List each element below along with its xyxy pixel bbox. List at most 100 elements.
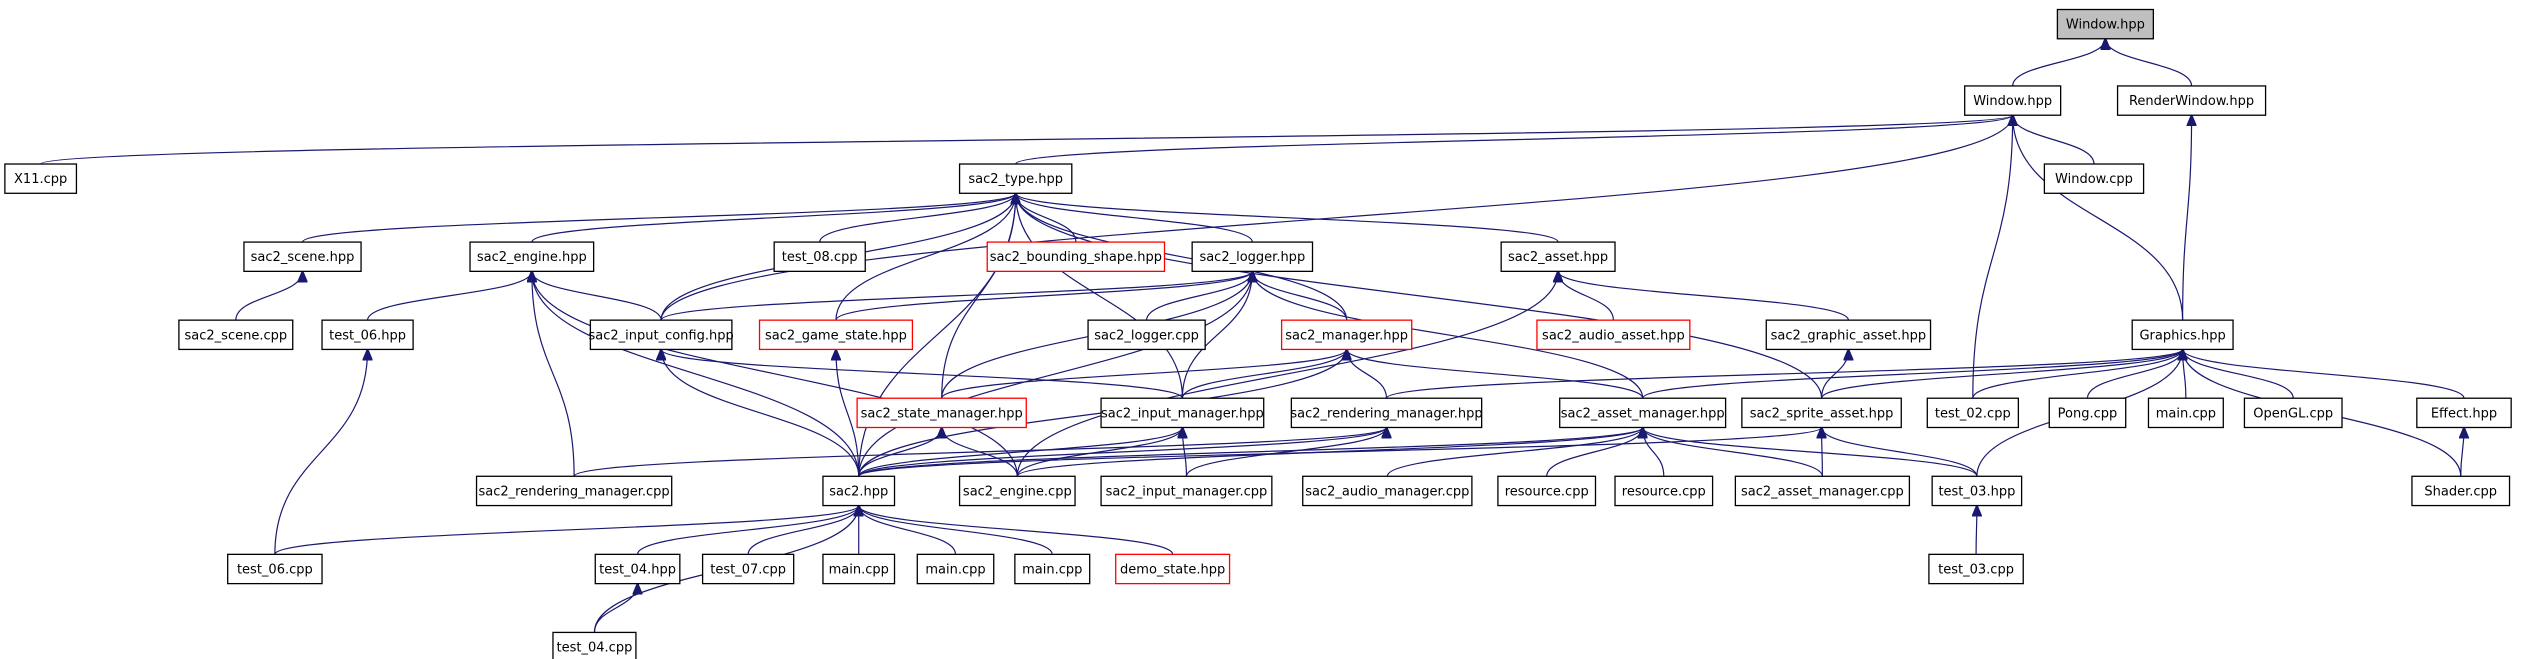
node-box[interactable] [2048,397,2127,429]
node-box[interactable] [916,553,995,585]
node-sac2-asset-hpp[interactable]: sac2_asset.hpp [1500,241,1616,273]
node-box[interactable] [321,319,414,351]
node-box[interactable] [1497,475,1597,507]
node-sac2-manager-hpp[interactable]: sac2_manager.hpp [1280,319,1413,351]
node-sac2-audio-asset-hpp[interactable]: sac2_audio_asset.hpp [1536,319,1691,351]
node-box[interactable] [2243,397,2343,429]
node-box[interactable] [475,475,673,507]
node-sac2-logger-cpp[interactable]: sac2_logger.cpp [1087,319,1206,351]
node-box[interactable] [958,475,1076,507]
node-test-03-hpp[interactable]: test_03.hpp [1931,475,2023,507]
node-resource-cpp[interactable]: resource.cpp [1497,475,1597,507]
node-test-04-hpp[interactable]: test_04.hpp [594,553,681,585]
node-box[interactable] [227,553,323,585]
node-box[interactable] [1115,553,1231,585]
node-sac2-rendering-manager-hpp[interactable]: sac2_rendering_manager.hpp [1290,397,1483,429]
node-test-06-hpp[interactable]: test_06.hpp [321,319,414,351]
node-box[interactable] [2116,85,2267,116]
node-box[interactable] [2056,8,2155,40]
node-box[interactable] [1500,241,1616,273]
node-renderwindow-hpp[interactable]: RenderWindow.hpp [2116,85,2267,116]
node-box[interactable] [2416,397,2512,429]
node-box[interactable] [552,631,637,659]
node-graphics-hpp[interactable]: Graphics.hpp [2131,319,2234,351]
node-box[interactable] [469,241,595,273]
node-sac2-game-state-hpp[interactable]: sac2_game_state.hpp [758,319,914,351]
node-sac2-graphic-asset-hpp[interactable]: sac2_graphic_asset.hpp [1765,319,1932,351]
node-sac2-state-manager-hpp[interactable]: sac2_state_manager.hpp [856,397,1027,429]
node-test-02-cpp[interactable]: test_02.cpp [1926,397,2020,429]
node-test-03-cpp[interactable]: test_03.cpp [1928,553,2024,585]
node-x11-cpp[interactable]: X11.cpp [4,163,78,194]
node-box[interactable] [243,241,362,273]
node-sac2-rendering-manager-cpp[interactable]: sac2_rendering_manager.cpp [475,475,673,507]
node-box[interactable] [1536,319,1691,351]
node-box[interactable] [2411,475,2511,507]
node-window-cpp[interactable]: Window.cpp [2043,163,2145,194]
node-main-cpp[interactable]: main.cpp [1014,553,1091,585]
node-sac2-audio-manager-cpp[interactable]: sac2_audio_manager.cpp [1302,475,1473,507]
node-box[interactable] [1280,319,1413,351]
node-box[interactable] [1734,475,1911,507]
node-box[interactable] [701,553,795,585]
node-box[interactable] [1928,553,2024,585]
node-box[interactable] [1302,475,1473,507]
node-sac2-input-manager-cpp[interactable]: sac2_input_manager.cpp [1100,475,1273,507]
node-box[interactable] [1926,397,2020,429]
node-box[interactable] [1290,397,1483,429]
node-box[interactable] [2043,163,2145,194]
node-box[interactable] [773,241,866,273]
node-box[interactable] [1765,319,1932,351]
node-box[interactable] [1559,397,1727,429]
node-box[interactable] [856,397,1027,429]
node-sac2-asset-manager-cpp[interactable]: sac2_asset_manager.cpp [1734,475,1911,507]
node-sac2-sprite-asset-hpp[interactable]: sac2_sprite_asset.hpp [1741,397,1902,429]
node-box[interactable] [589,319,733,351]
node-window-hpp[interactable]: Window.hpp [1964,85,2062,116]
node-box[interactable] [958,163,1073,194]
node-box[interactable] [1100,475,1273,507]
node-box[interactable] [822,553,896,585]
node-opengl-cpp[interactable]: OpenGL.cpp [2243,397,2343,429]
node-box[interactable] [1014,553,1091,585]
node-box[interactable] [758,319,914,351]
node-box[interactable] [2147,397,2224,429]
node-box[interactable] [4,163,78,194]
node-box[interactable] [1100,397,1265,429]
node-box[interactable] [2131,319,2234,351]
node-box[interactable] [986,241,1166,273]
node-sac2-logger-hpp[interactable]: sac2_logger.hpp [1191,241,1314,273]
node-box[interactable] [822,475,896,507]
node-box[interactable] [1741,397,1902,429]
node-sac2-input-config-hpp[interactable]: sac2_input_config.hpp [588,319,734,351]
node-test-08-cpp[interactable]: test_08.cpp [773,241,866,273]
node-test-07-cpp[interactable]: test_07.cpp [701,553,795,585]
node-box[interactable] [1614,475,1714,507]
node-sac2-asset-manager-hpp[interactable]: sac2_asset_manager.hpp [1559,397,1727,429]
node-resource-cpp[interactable]: resource.cpp [1614,475,1714,507]
node-test-04-cpp[interactable]: test_04.cpp [552,631,637,659]
node-box[interactable] [178,319,294,351]
node-main-cpp[interactable]: main.cpp [916,553,995,585]
node-sac2-input-manager-hpp[interactable]: sac2_input_manager.hpp [1100,397,1265,429]
node-test-06-cpp[interactable]: test_06.cpp [227,553,323,585]
node-sac2-type-hpp[interactable]: sac2_type.hpp [958,163,1073,194]
node-shader-cpp[interactable]: Shader.cpp [2411,475,2511,507]
node-sac2-scene-cpp[interactable]: sac2_scene.cpp [178,319,294,351]
node-box[interactable] [1087,319,1206,351]
node-sac2-engine-hpp[interactable]: sac2_engine.hpp [469,241,595,273]
node-sac2-scene-hpp[interactable]: sac2_scene.hpp [243,241,362,273]
node-demo-state-hpp[interactable]: demo_state.hpp [1115,553,1231,585]
node-window-hpp[interactable]: Window.hpp [2056,8,2155,40]
node-box[interactable] [1931,475,2023,507]
node-box[interactable] [1191,241,1314,273]
node-sac2-hpp[interactable]: sac2.hpp [822,475,896,507]
node-main-cpp[interactable]: main.cpp [822,553,896,585]
node-sac2-engine-cpp[interactable]: sac2_engine.cpp [958,475,1076,507]
node-box[interactable] [1964,85,2062,116]
node-sac2-bounding-shape-hpp[interactable]: sac2_bounding_shape.hpp [986,241,1166,273]
node-pong-cpp[interactable]: Pong.cpp [2048,397,2127,429]
node-effect-hpp[interactable]: Effect.hpp [2416,397,2512,429]
node-main-cpp[interactable]: main.cpp [2147,397,2224,429]
node-box[interactable] [594,553,681,585]
